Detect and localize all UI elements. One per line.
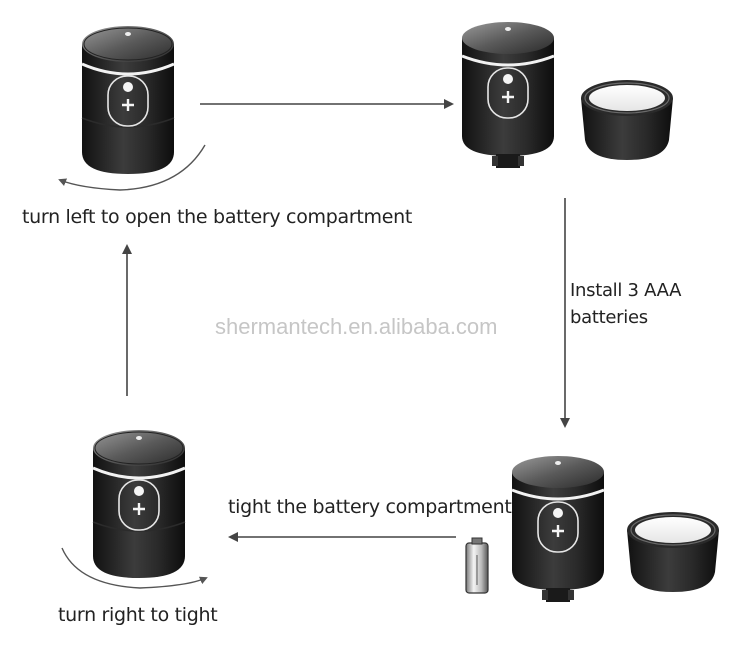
watermark: shermantech.en.alibaba.com (215, 314, 498, 339)
pump-cap-step2 (580, 79, 674, 161)
pump-body-step3 (510, 454, 606, 604)
aaa-battery-icon (465, 537, 489, 594)
pump-closed-step1 (80, 24, 176, 176)
pump-cap-step3 (626, 511, 720, 593)
step2-label-line1: Install 3 AAA (570, 280, 682, 301)
pump-closed-step4 (91, 428, 187, 580)
step1-label: turn left to open the battery compartmen… (22, 206, 412, 228)
pump-open-step2 (460, 20, 556, 170)
step3-label: tight the battery compartment (228, 496, 512, 518)
rotation-arrow-right-icon (61, 547, 208, 589)
step2-label-line2: batteries (570, 307, 648, 328)
step4-label: turn right to tight (58, 604, 218, 626)
rotation-arrow-left-icon (58, 144, 206, 191)
